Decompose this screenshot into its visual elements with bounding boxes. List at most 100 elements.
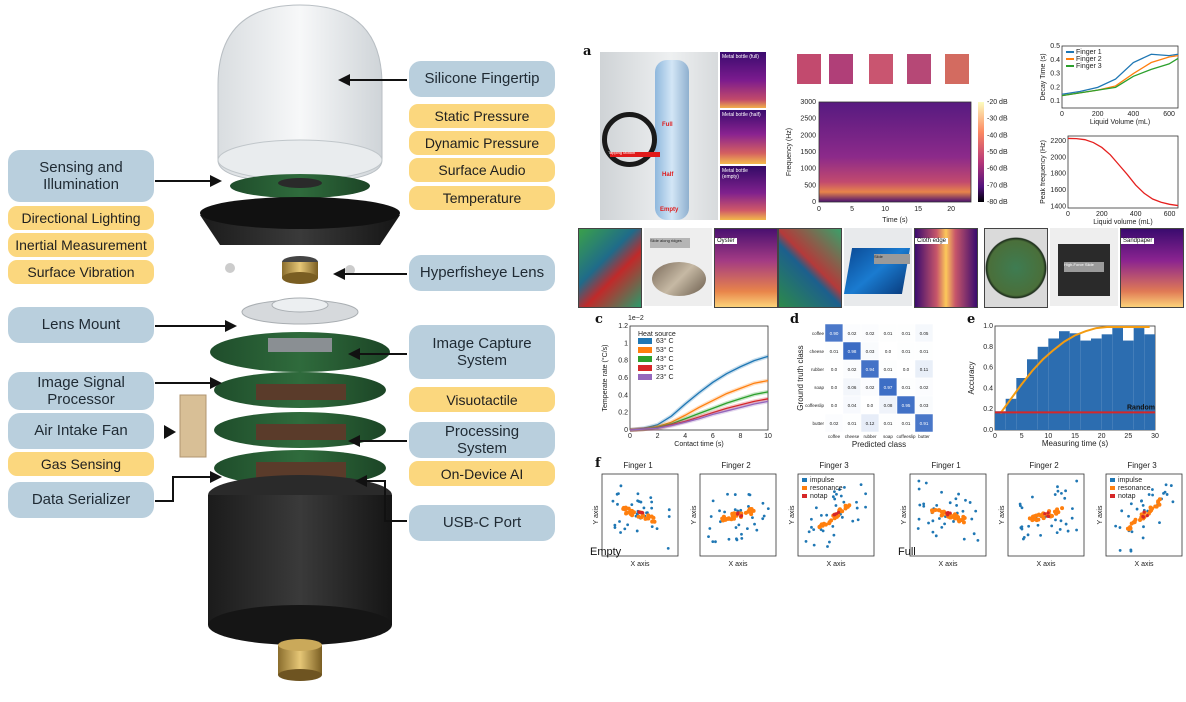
impulse-point [1066, 529, 1070, 533]
impulse-point [804, 539, 808, 543]
bottle [655, 60, 689, 220]
x-axis-label: Measuring time (s) [1042, 439, 1109, 448]
impulse-point [927, 521, 930, 525]
impulse-point [619, 531, 622, 534]
label-air-intake-fan: Air Intake Fan [8, 413, 154, 449]
resonance-point [1032, 514, 1037, 519]
oyster-photo: Slide along ridges [644, 228, 712, 306]
col-label: butter [918, 434, 930, 439]
impulse-point [962, 537, 966, 541]
legend-label: notap [1118, 493, 1136, 500]
spec-zoom-2 [829, 54, 853, 84]
legend-label: 23° C [656, 373, 674, 381]
impulse-point [655, 527, 659, 531]
resonance-point [1128, 526, 1133, 531]
impulse-point [1020, 527, 1024, 531]
resonance-point [652, 519, 657, 524]
label-processing-system: Processing System [409, 422, 555, 458]
arrow-usb-a [384, 520, 407, 522]
resonance-point [843, 506, 848, 511]
accuracy-bar [1101, 334, 1113, 430]
legend-label: 33° C [656, 364, 674, 372]
arrow-sensing [155, 180, 210, 182]
spectrogram-xtick: 5 [850, 206, 854, 213]
impulse-point [726, 492, 729, 496]
impulse-point [1147, 493, 1151, 496]
cell-value: 0.0 [831, 367, 838, 372]
scatter-title: Finger 3 [1127, 461, 1157, 470]
impulse-point [819, 513, 823, 517]
accuracy-bar [1123, 340, 1134, 430]
arrowhead-lens-mount [225, 320, 237, 332]
panel-label-f: f [595, 456, 601, 471]
impulse-point [636, 492, 640, 496]
x-axis-label: X axis [728, 561, 748, 568]
impulse-point [835, 492, 838, 496]
row-label: coffeeslip [805, 403, 824, 408]
cell-value: 0.05 [920, 331, 929, 336]
x-tick-label: 200 [1092, 111, 1104, 118]
x-axis-label: X axis [1134, 561, 1154, 568]
y-tick-label: 1.0 [983, 323, 993, 330]
impulse-point [1130, 530, 1134, 534]
impulse-point [839, 494, 843, 498]
resonance-point [961, 520, 966, 525]
impulse-point [711, 499, 715, 503]
accuracy-bar [1091, 338, 1102, 430]
label-lens-mount: Lens Mount [8, 307, 154, 343]
impulse-point [723, 510, 727, 514]
impulse-point [740, 536, 744, 540]
arrow-isp [155, 382, 210, 384]
impulse-point [626, 523, 630, 527]
spec-zoom-5 [945, 54, 969, 84]
y-tick-label: 0.6 [983, 365, 993, 372]
x-axis-label: X axis [1036, 561, 1056, 568]
arrow-usb-c [362, 480, 386, 482]
scatter-title: Finger 3 [819, 461, 849, 470]
impulse-point [916, 527, 920, 530]
impulse-point [718, 509, 721, 513]
impulse-point [667, 508, 671, 512]
label-image-capture-system: Image Capture System [409, 325, 555, 379]
notap-point [739, 514, 743, 518]
plot-frame [1067, 135, 1179, 209]
notap-point [1142, 510, 1146, 514]
impulse-point [619, 484, 623, 488]
x-tick-label: 15 [1071, 433, 1079, 440]
impulse-point [1120, 509, 1124, 513]
y-axis-label: Y axis [999, 505, 1006, 524]
spec-zoom-1 [797, 54, 821, 84]
arrowhead-fingertip [338, 74, 350, 86]
label-hyperfisheye-lens: Hyperfisheye Lens [409, 255, 555, 291]
impulse-point [825, 513, 829, 517]
impulse-point [766, 507, 770, 511]
spectrogram-ytick: 3000 [800, 99, 816, 106]
arrow-lens-mount [155, 325, 225, 327]
cell-value: 0.91 [920, 421, 929, 426]
resonance-point [1036, 512, 1041, 517]
y-tick-label: 0.2 [618, 410, 628, 417]
sandpaper-tactile-image [984, 228, 1048, 308]
accuracy-bar [1037, 346, 1049, 430]
resonance-point [1150, 506, 1155, 511]
y-axis-label: Y axis [901, 505, 908, 524]
y-tick-label: 1 [624, 340, 628, 347]
x-tick-label: 0 [993, 433, 997, 440]
impulse-point [734, 526, 738, 529]
feature-surface-vibration: Surface Vibration [8, 260, 154, 284]
cell-value: 0.01 [830, 349, 839, 354]
resonance-point [1027, 516, 1032, 521]
scatter-title: Finger 2 [721, 461, 751, 470]
y-tick-label: 1.2 [618, 323, 628, 330]
plot-frame [629, 325, 769, 431]
exploded-view [160, 0, 400, 697]
impulse-point [1075, 479, 1079, 483]
y-tick-label: 0.8 [983, 344, 993, 351]
resonance-point [941, 510, 946, 515]
legend-title: Heat source [638, 331, 676, 338]
impulse-point [807, 530, 811, 534]
impulse-point [968, 501, 972, 504]
sandpaper-photo: High-Force Slide [1050, 228, 1118, 306]
